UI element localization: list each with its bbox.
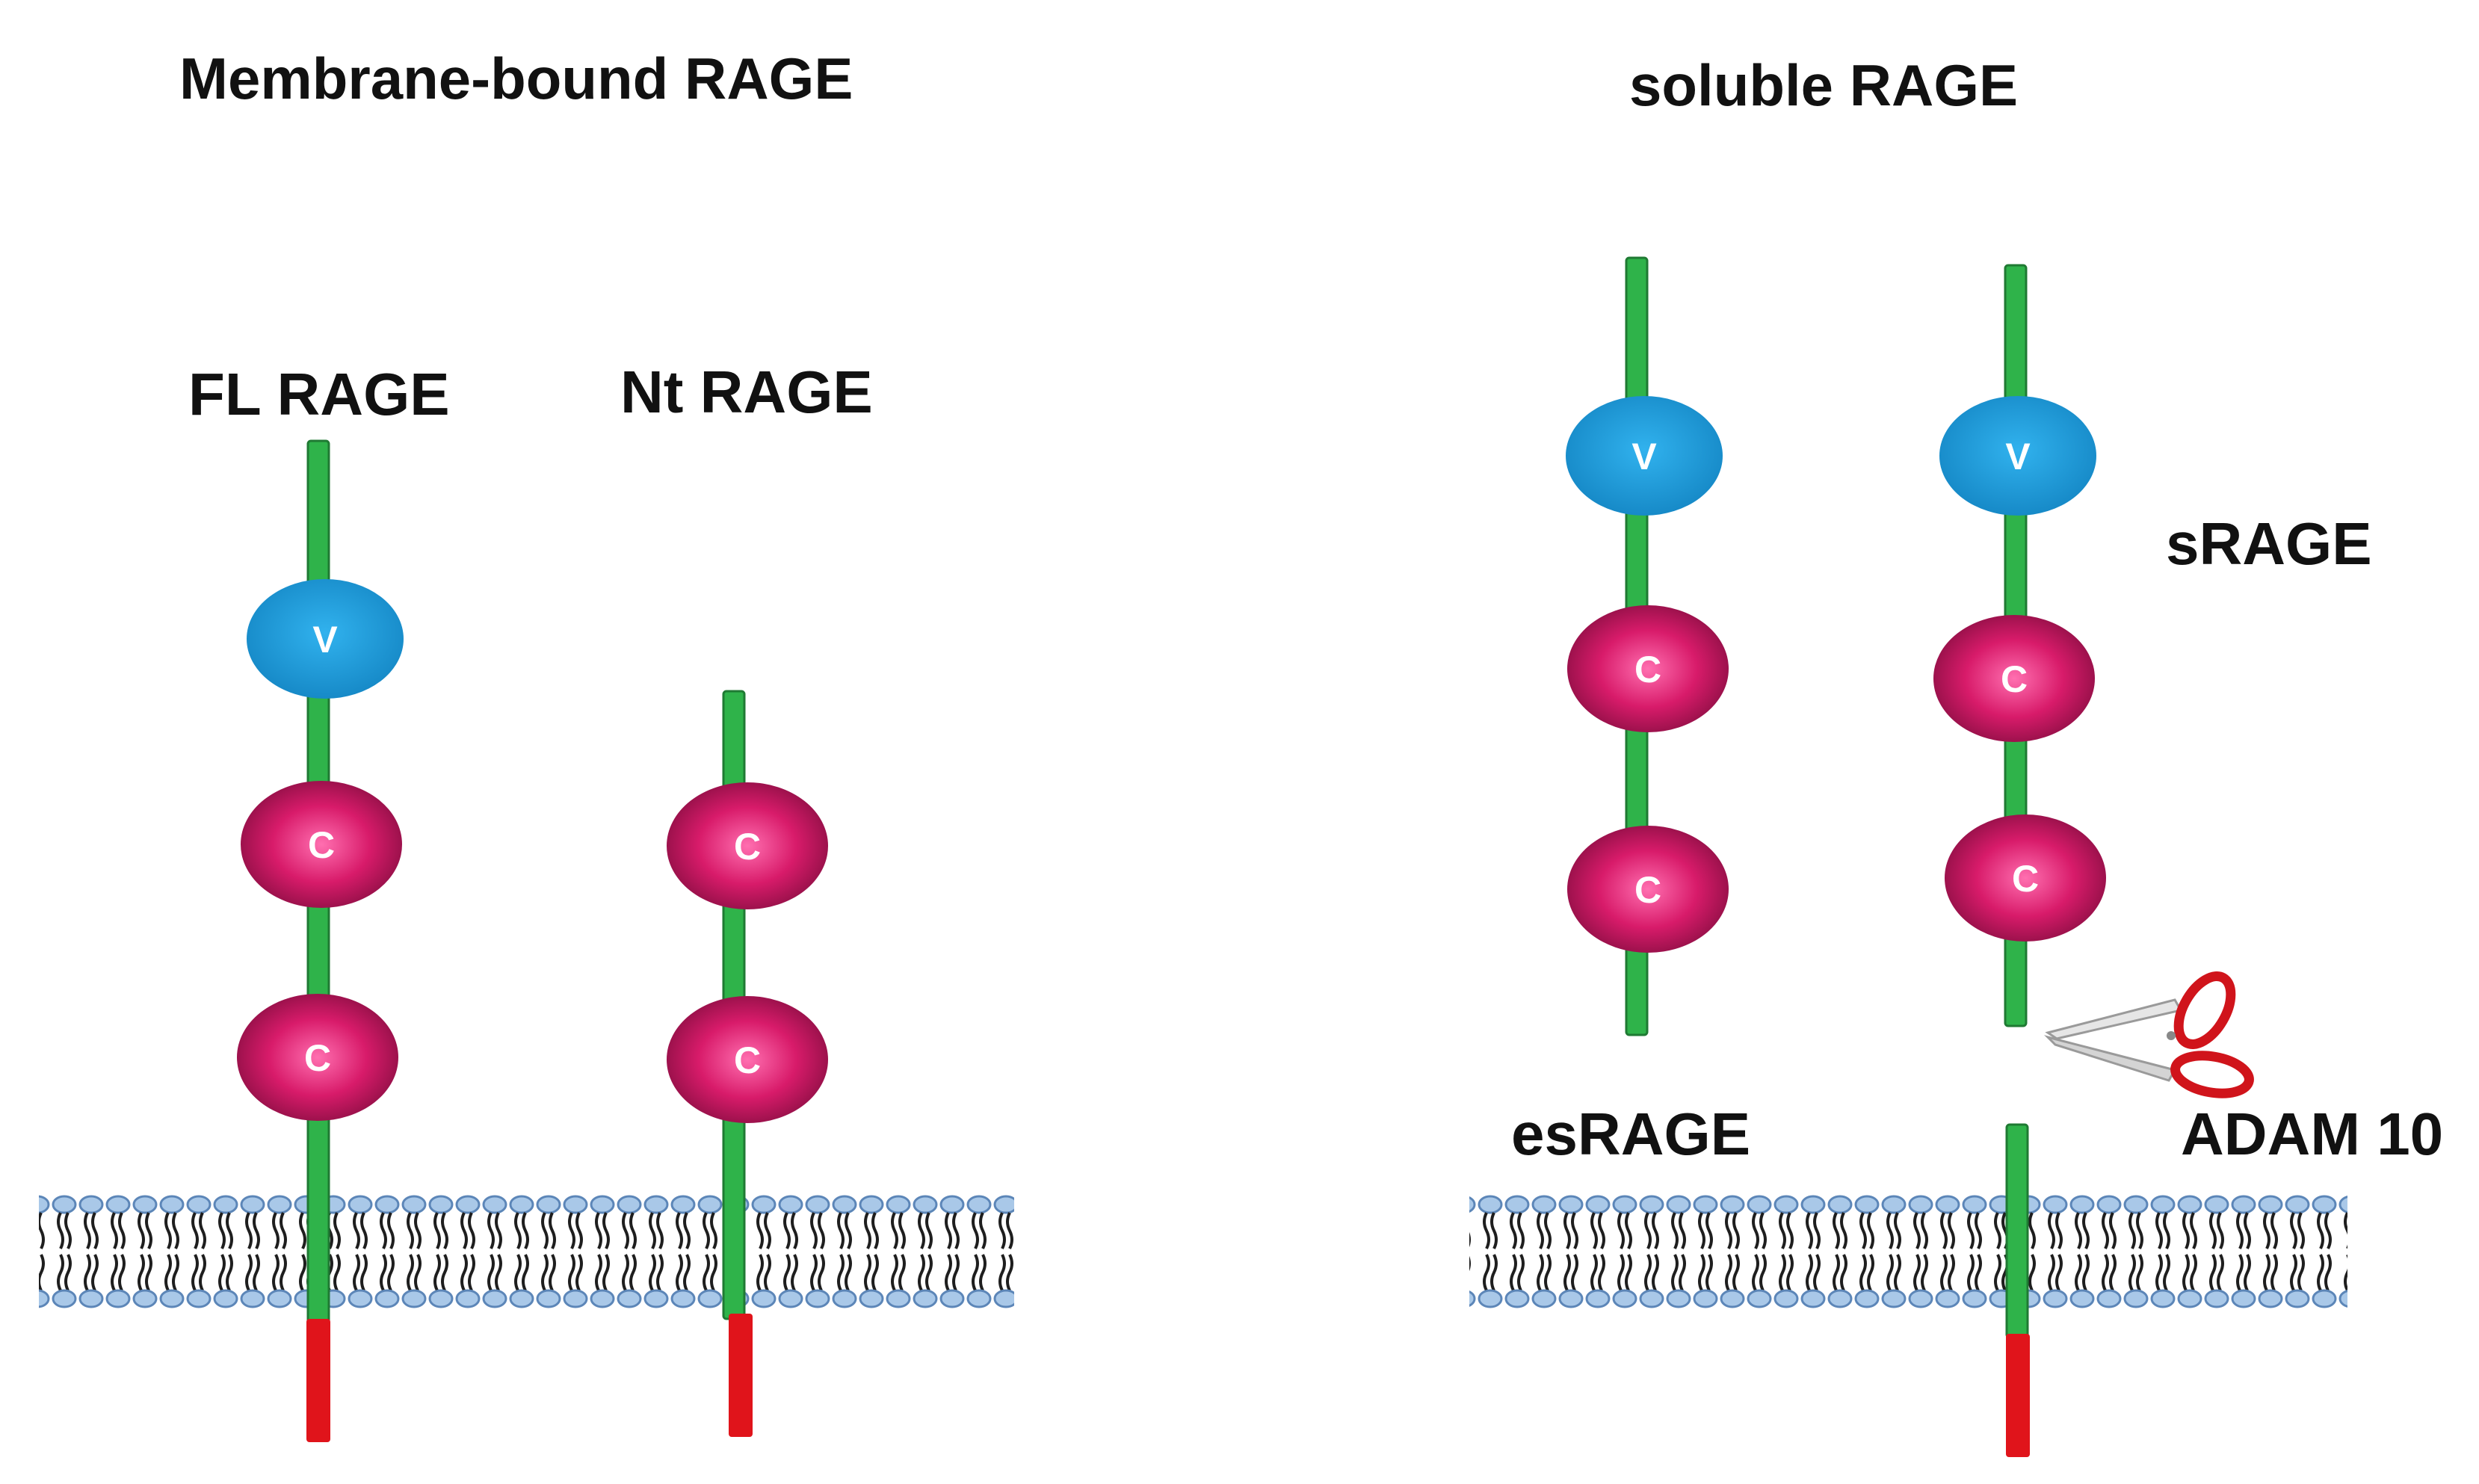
c-domain-label: C: [304, 1037, 331, 1079]
nt-rage-label: Nt RAGE: [620, 359, 873, 425]
v-domain-label: V: [312, 619, 338, 661]
v-domain: V: [1939, 396, 2096, 516]
c-domain: C: [237, 994, 398, 1121]
v-domain-label: V: [1631, 436, 1657, 477]
stalk: [2005, 1123, 2029, 1339]
v-domain: V: [1566, 396, 1723, 516]
c-domain: C: [1945, 814, 2106, 942]
esrage-molecule: V C C: [1566, 256, 1729, 1036]
srage-molecule: V C C: [1933, 264, 2106, 1027]
membrane-left: [39, 1192, 1014, 1311]
v-domain-label: V: [2005, 436, 2031, 477]
c-domain: C: [667, 996, 828, 1123]
c-domain: C: [241, 781, 402, 908]
c-domain: C: [1933, 615, 2095, 742]
c-domain-label: C: [1634, 649, 1661, 690]
fl-rage-label: FL RAGE: [188, 361, 450, 427]
cleaved-membrane-stub: [2005, 1123, 2030, 1457]
nt-rage-molecule: C C: [667, 690, 828, 1437]
cytoplasmic-tail: [2006, 1334, 2030, 1457]
adam10-label: ADAM 10: [2181, 1101, 2444, 1167]
c-domain-label: C: [2012, 858, 2039, 900]
c-domain-label: C: [734, 826, 761, 868]
c-domain: C: [667, 782, 828, 909]
c-domain: C: [1567, 826, 1729, 953]
membrane-bound-title: Membrane-bound RAGE: [179, 46, 853, 111]
scissors-icon: [2044, 971, 2254, 1098]
membrane-right: [1469, 1192, 2347, 1311]
srage-label: sRAGE: [2166, 510, 2372, 577]
c-domain: C: [1567, 605, 1729, 732]
c-domain-label: C: [308, 824, 335, 866]
fl-rage-molecule: V C C: [237, 439, 404, 1442]
cytoplasmic-tail: [729, 1314, 753, 1437]
c-domain-label: C: [734, 1039, 761, 1081]
c-domain-label: C: [1634, 869, 1661, 911]
cytoplasmic-tail: [306, 1319, 330, 1442]
soluble-title: soluble RAGE: [1629, 52, 2019, 118]
c-domain-label: C: [2001, 658, 2028, 700]
esrage-label: esRAGE: [1511, 1101, 1751, 1167]
v-domain: V: [247, 579, 404, 699]
